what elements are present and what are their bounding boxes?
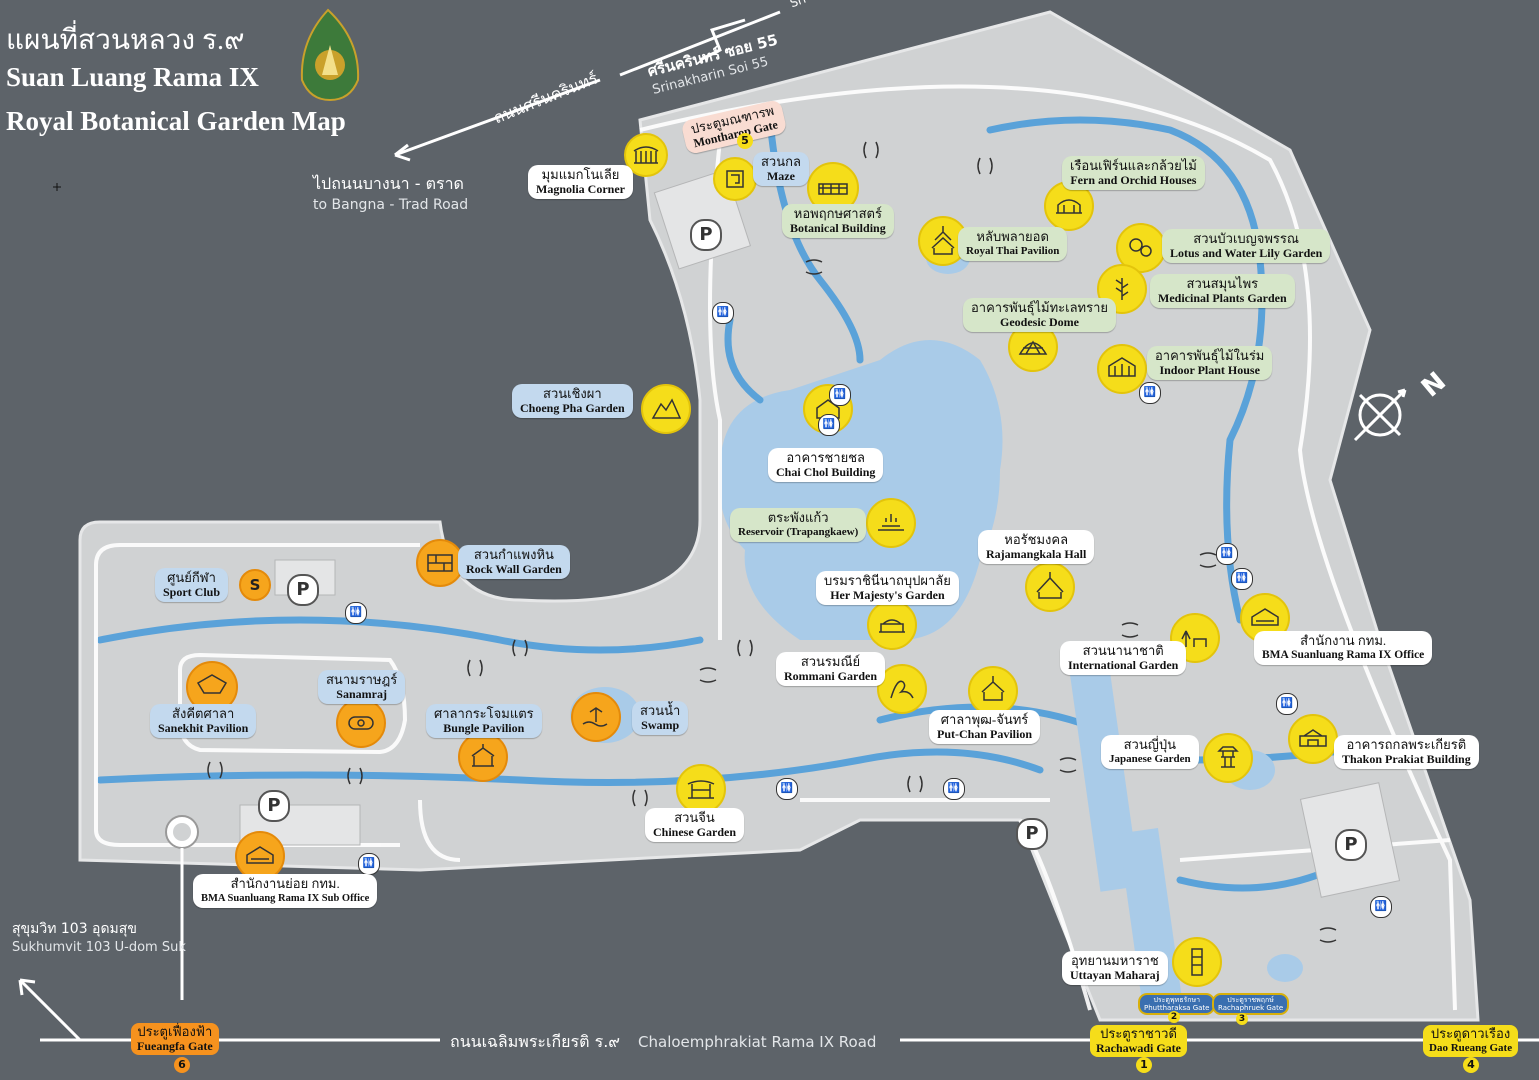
parking-icon[interactable]: P: [1016, 818, 1048, 850]
restroom-icon[interactable]: 🚻: [1139, 382, 1161, 404]
sport-club-icon[interactable]: S: [239, 569, 271, 601]
restroom-icon[interactable]: 🚻: [358, 853, 380, 875]
restroom-icon[interactable]: 🚻: [829, 384, 851, 406]
restroom-icon[interactable]: 🚻: [1276, 693, 1298, 715]
restroom-icon[interactable]: 🚻: [345, 602, 367, 624]
montharop-gate-number: 5: [737, 133, 753, 149]
put-chan-label[interactable]: ศาลาพุฒ-จันทร์Put-Chan Pavilion: [929, 710, 1041, 744]
parking-icon[interactable]: P: [258, 790, 290, 822]
rommani-icon[interactable]: [877, 664, 927, 714]
rachaphruek-gate-number: 3: [1236, 1013, 1248, 1025]
swamp-icon[interactable]: [571, 692, 621, 742]
bridges: [207, 141, 1337, 943]
sanamraj-label[interactable]: สนามราษฎร์Sanamraj: [318, 670, 406, 704]
bma-office-label[interactable]: สำนักงาน กทม.BMA Suanluang Rama IX Offic…: [1254, 631, 1433, 665]
parking-icon[interactable]: P: [1335, 829, 1367, 861]
fern-orchid-label[interactable]: เรือนเฟิร์นและกล้วยไม้Fern and Orchid Ho…: [1062, 156, 1205, 190]
park-logo: [300, 8, 360, 102]
restroom-icon[interactable]: 🚻: [943, 778, 965, 800]
uttayan-icon[interactable]: [1172, 937, 1222, 987]
map-title-en-2: Royal Botanical Garden Map: [6, 106, 346, 136]
restroom-icon[interactable]: 🚻: [1370, 896, 1392, 918]
thakon-icon[interactable]: [1288, 714, 1338, 764]
rommani-label[interactable]: สวนรมณีย์Rommani Garden: [776, 652, 885, 686]
fueangfa-gate-number: 6: [174, 1057, 190, 1073]
indoor-plant-house-icon[interactable]: [1097, 344, 1147, 394]
map-title-en-1: Suan Luang Rama IX: [6, 62, 259, 92]
map-title-thai: แผนที่สวนหลวง ร.๙: [6, 25, 245, 56]
maze-icon[interactable]: [713, 157, 757, 201]
bma-sub-office-label[interactable]: สำนักงานย่อย กทม.BMA Suanluang Rama IX S…: [193, 874, 378, 908]
rachawadi-gate[interactable]: ประตูราชาวดีRachawadi Gate: [1090, 1025, 1187, 1057]
parking-icon[interactable]: P: [690, 219, 722, 251]
rajamangkala-icon[interactable]: [1025, 562, 1075, 612]
phuttharaksa-gate-number: 2: [1168, 1011, 1180, 1023]
international-garden-label[interactable]: สวนนานาชาติInternational Garden: [1060, 641, 1187, 675]
reservoir-icon[interactable]: [866, 498, 916, 548]
choeng-pha-icon[interactable]: [641, 384, 691, 434]
pond-south: [1267, 954, 1303, 982]
put-chan-icon[interactable]: [968, 666, 1018, 716]
restroom-icon[interactable]: 🚻: [1216, 543, 1238, 565]
botanical-building-label[interactable]: หอพฤกษศาสตร์Botanical Building: [782, 204, 894, 238]
her-majesty-garden-icon[interactable]: [867, 600, 917, 650]
rachaphruek-gate[interactable]: ประตูราชพฤกษ์Rachaphruek Gate: [1212, 993, 1290, 1015]
chinese-garden-icon[interactable]: [676, 764, 726, 814]
restroom-icon[interactable]: 🚻: [776, 778, 798, 800]
thakon-label[interactable]: อาคารถกลพระเกียรติThakon Prakiat Buildin…: [1334, 735, 1479, 769]
sanamraj-icon[interactable]: [336, 698, 386, 748]
restroom-icon[interactable]: 🚻: [1231, 568, 1253, 590]
restroom-icon[interactable]: 🚻: [818, 414, 840, 436]
crosshair-mark: [53, 183, 61, 191]
compass-rose: [1353, 388, 1407, 442]
main-lake: [719, 340, 1003, 640]
parking-icon[interactable]: P: [287, 574, 319, 606]
rachawadi-gate-number: 1: [1136, 1057, 1152, 1073]
restroom-icon[interactable]: 🚻: [712, 302, 734, 324]
dao-rueang-gate-number: 4: [1463, 1057, 1479, 1073]
rock-wall-icon[interactable]: [416, 539, 464, 587]
bungle-pavilion-icon[interactable]: [458, 732, 508, 782]
japanese-garden-icon[interactable]: [1203, 733, 1253, 783]
